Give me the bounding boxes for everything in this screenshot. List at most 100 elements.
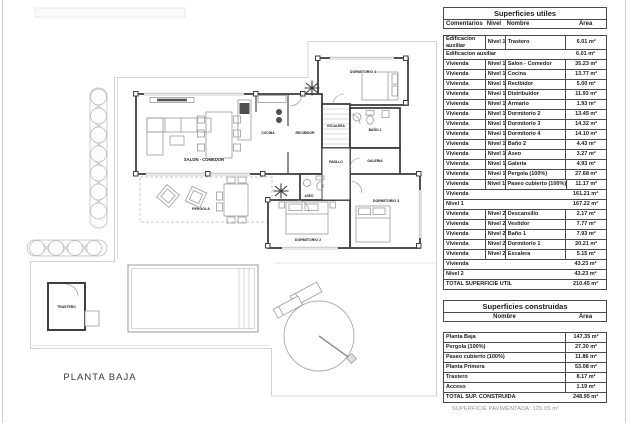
label-escalera: ESCALERA [327, 124, 345, 128]
table-cell: Vestidor [504, 220, 566, 229]
partitions [255, 94, 289, 174]
header-nombre: Nombre [493, 314, 516, 320]
table-cell: Vivienda [446, 121, 469, 128]
table-cell: 27.68 m² [565, 170, 606, 179]
house-walls [135, 57, 421, 249]
table-cell: Trastero [504, 36, 566, 49]
label-dormitorio2: DORMITORIO 2 [295, 238, 321, 242]
table-cell: Distribuidor [504, 90, 566, 99]
table-cell: Nivel 1 [484, 36, 505, 49]
label-dormitorio3: DORMITORIO 3 [373, 199, 399, 203]
table-cell: Nivel 1 [484, 80, 505, 89]
label-aseo: ASEO [304, 194, 314, 198]
label-recibidor: RECIBIDOR [295, 131, 315, 135]
table-cell: Dormitorio 3 [504, 120, 566, 129]
table-cell: 43.23 m² [574, 271, 597, 278]
table-cell: 27.30 m² [565, 343, 606, 352]
table-cell: Nivel 1 [484, 120, 505, 129]
top-wall-bar [34, 7, 186, 18]
table-cell: 167.22 m² [572, 201, 599, 208]
table-cell: Vivienda [446, 221, 469, 228]
table-cell: Pergola (100%) [504, 170, 566, 179]
table-cell: 11.17 m² [565, 180, 607, 189]
windows [144, 56, 422, 250]
table-cell: Nivel 2 [484, 220, 505, 229]
palm-tree-icon [273, 80, 320, 199]
utiles-table-title: Superficies utiles [443, 7, 607, 20]
table-cell: 1.93 m² [565, 100, 606, 109]
table-cell: Nivel 1 [484, 90, 505, 99]
table-cell: Nivel 2 [484, 240, 505, 249]
table-cell: Dormitorio 1 [504, 240, 566, 249]
table-cell: Planta Primera [446, 364, 485, 371]
table-cell: Vivienda [446, 161, 469, 168]
table-cell: Nivel 2 [484, 210, 505, 219]
table-cell: 20.21 m² [565, 240, 606, 249]
table-cell: Nivel 1 [484, 180, 505, 189]
label-pergola: PERGOLA [192, 207, 210, 211]
table-cell: Nivel 1 [484, 70, 505, 79]
table-cell: 210.45 m² [572, 281, 599, 288]
hedge-vertical [89, 87, 108, 229]
table-cell: 11.93 m² [565, 90, 606, 99]
table-cell: Nivel 2 [484, 250, 505, 259]
table-cell: 2.17 m² [565, 210, 606, 219]
table-row: Paseo cubierto (100%)11.86 m² [444, 353, 606, 363]
table-cell: Paseo cubierto (100%) [446, 354, 505, 361]
table-cell: 6.01 m² [565, 36, 606, 49]
table-cell: 14.10 m² [565, 130, 606, 139]
table-cell: Nivel 1 [484, 160, 505, 169]
table-cell: Aseo [504, 150, 566, 159]
table-cell: Armario [504, 100, 566, 109]
construidas-table-title: Superficies construidas [443, 300, 607, 313]
table-cell: 161.21 m² [572, 191, 599, 198]
table-cell: Trastero [446, 374, 468, 381]
header-area: Área [578, 21, 593, 27]
table-cell: 7.93 m² [565, 230, 606, 239]
superficies-utiles-table: Superficies utiles Comentarios Nivel Nom… [443, 7, 607, 290]
table-cell: Nivel 1 [484, 100, 505, 109]
table-cell: Vivienda [446, 131, 469, 138]
table-cell: 248.95 m² [572, 394, 599, 401]
plot-boundary [30, 41, 437, 397]
table-cell: TOTAL SUPERFICIE UTIL [446, 281, 513, 288]
table-cell: 4.93 m² [565, 160, 606, 169]
header-comentarios: Comentarios [446, 21, 483, 27]
table-cell: 8.17 m² [565, 373, 606, 382]
pergola-outline [139, 176, 273, 223]
table-cell: Edificacion auxiliar [446, 36, 476, 49]
table-cell: Vivienda [446, 171, 469, 178]
table-cell: Vivienda [446, 181, 469, 188]
label-salon: SALON - COMEDOR [184, 157, 224, 162]
furniture [146, 71, 399, 243]
table-cell: Vivienda [446, 251, 469, 258]
tree [272, 281, 357, 372]
construidas-table-header: Nombre Área [443, 313, 607, 322]
table-cell: Dormitorio 2 [504, 110, 566, 119]
table-cell: 3.27 m² [565, 150, 606, 159]
table-cell: 14.32 m² [565, 120, 606, 129]
table-cell: TOTAL SUP. CONSTRUIDA [446, 394, 516, 401]
table-cell: 4.43 m² [565, 140, 606, 149]
table-cell: Vivienda [446, 141, 469, 148]
floor-plan: SALON - COMEDOR COCINA RECIBIDOR ESCALER… [26, 7, 437, 397]
table-row: Trastero 8.17 m² [444, 373, 606, 383]
